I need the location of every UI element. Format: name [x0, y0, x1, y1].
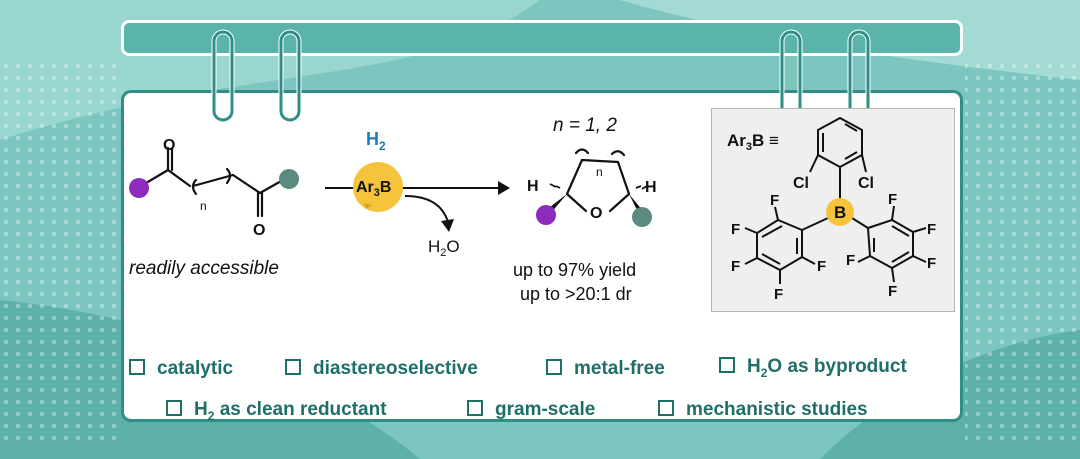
reactant-index: n — [200, 199, 207, 213]
feature-catalytic: catalytic — [129, 358, 233, 380]
product-index: n — [596, 165, 603, 179]
n-values: n = 1, 2 — [553, 115, 617, 136]
product-gray-substituent — [632, 207, 652, 227]
checkbox-icon — [129, 359, 145, 375]
boron-atom: B — [834, 203, 846, 222]
feature-gram-scale: gram-scale — [467, 399, 595, 421]
feature-diastereoselective: diastereoselective — [285, 358, 478, 380]
water-byproduct: H2O — [428, 237, 460, 259]
feature-metal-free: metal-free — [546, 358, 665, 380]
h2-reagent: H2 — [366, 129, 386, 153]
product-ring-o: O — [590, 205, 602, 222]
checkbox-icon — [658, 400, 674, 416]
checkbox-icon — [467, 400, 483, 416]
f-atom: F — [888, 283, 897, 300]
feature-mechanistic-studies: mechanistic studies — [658, 399, 868, 421]
f-atom: F — [888, 191, 897, 208]
checkbox-icon — [719, 357, 735, 373]
product-h-right: H — [645, 179, 657, 196]
f-atom: F — [731, 258, 740, 275]
catalyst-circle — [353, 162, 403, 212]
purple-substituent — [129, 178, 149, 198]
yield-text: up to 97% yield — [513, 260, 637, 280]
catalyst-structure-label: Ar3B ≡ — [727, 131, 779, 153]
checkbox-icon — [546, 359, 562, 375]
f-atom: F — [927, 255, 936, 272]
dr-text: up to >20:1 dr — [520, 284, 632, 304]
product-purple-substituent — [536, 205, 556, 225]
f-atom: F — [927, 221, 936, 238]
checkbox-icon — [285, 359, 301, 375]
gray-substituent — [279, 169, 299, 189]
f-atom: F — [731, 221, 740, 238]
f-atom: F — [774, 286, 783, 303]
f-atom: F — [817, 258, 826, 275]
cl-right: Cl — [858, 175, 874, 192]
cl-left: Cl — [793, 175, 809, 192]
feature-water-byproduct: H2O as byproduct — [719, 356, 907, 380]
f-atom: F — [846, 252, 855, 269]
binder-rail — [121, 20, 963, 56]
boron-highlight — [826, 198, 854, 226]
feature-h2-reductant: H2 as clean reductant — [166, 399, 387, 423]
reactant-carbonyl-o: O — [253, 222, 265, 239]
reactant-label: readily accessible — [129, 258, 279, 279]
checkbox-icon — [166, 400, 182, 416]
f-atom: F — [770, 192, 779, 209]
product-h-left: H — [527, 178, 539, 195]
catalyst-label: Ar3B — [356, 179, 391, 199]
reactant-carbonyl-o: O — [163, 137, 175, 154]
